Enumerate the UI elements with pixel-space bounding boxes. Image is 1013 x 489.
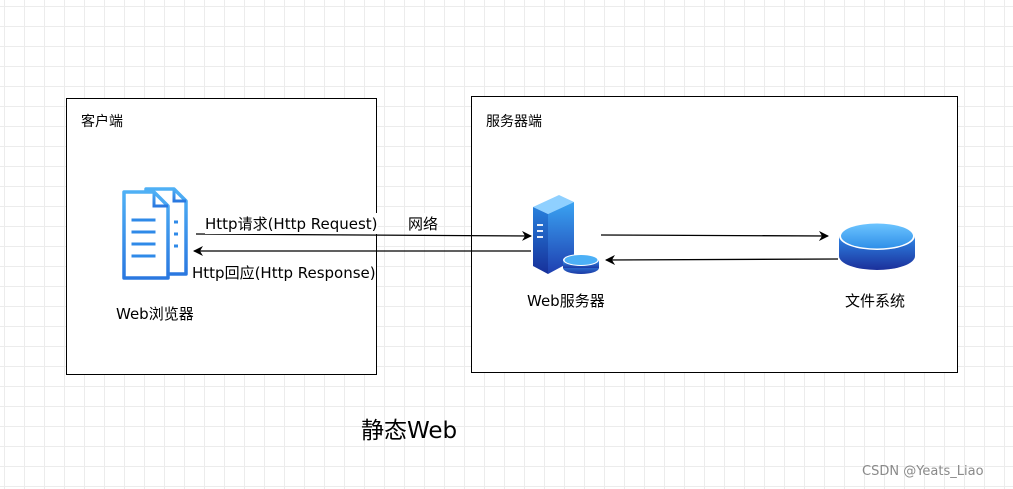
request-arrow — [195, 230, 532, 241]
response-label: Http回应(Http Response) — [192, 262, 376, 283]
database-cylinder-icon — [839, 222, 915, 270]
server-title: 服务器端 — [486, 114, 542, 130]
server-tower-icon — [533, 195, 599, 274]
document-pages-icon — [122, 187, 188, 280]
file-system-label: 文件系统 — [845, 292, 906, 310]
watermark: CSDN @Yeats_Liao — [862, 464, 984, 479]
network-label: 网络 — [408, 213, 439, 234]
read-arrow — [600, 230, 829, 241]
web-server-label: Web服务器 — [527, 292, 605, 310]
client-box: 客户端 — [66, 98, 377, 375]
client-title: 客户端 — [81, 114, 123, 130]
browser-label: Web浏览器 — [116, 305, 194, 323]
request-label: Http请求(Http Request) — [205, 213, 378, 234]
return-arrow — [605, 254, 839, 265]
diagram-caption: 静态Web — [361, 418, 458, 444]
